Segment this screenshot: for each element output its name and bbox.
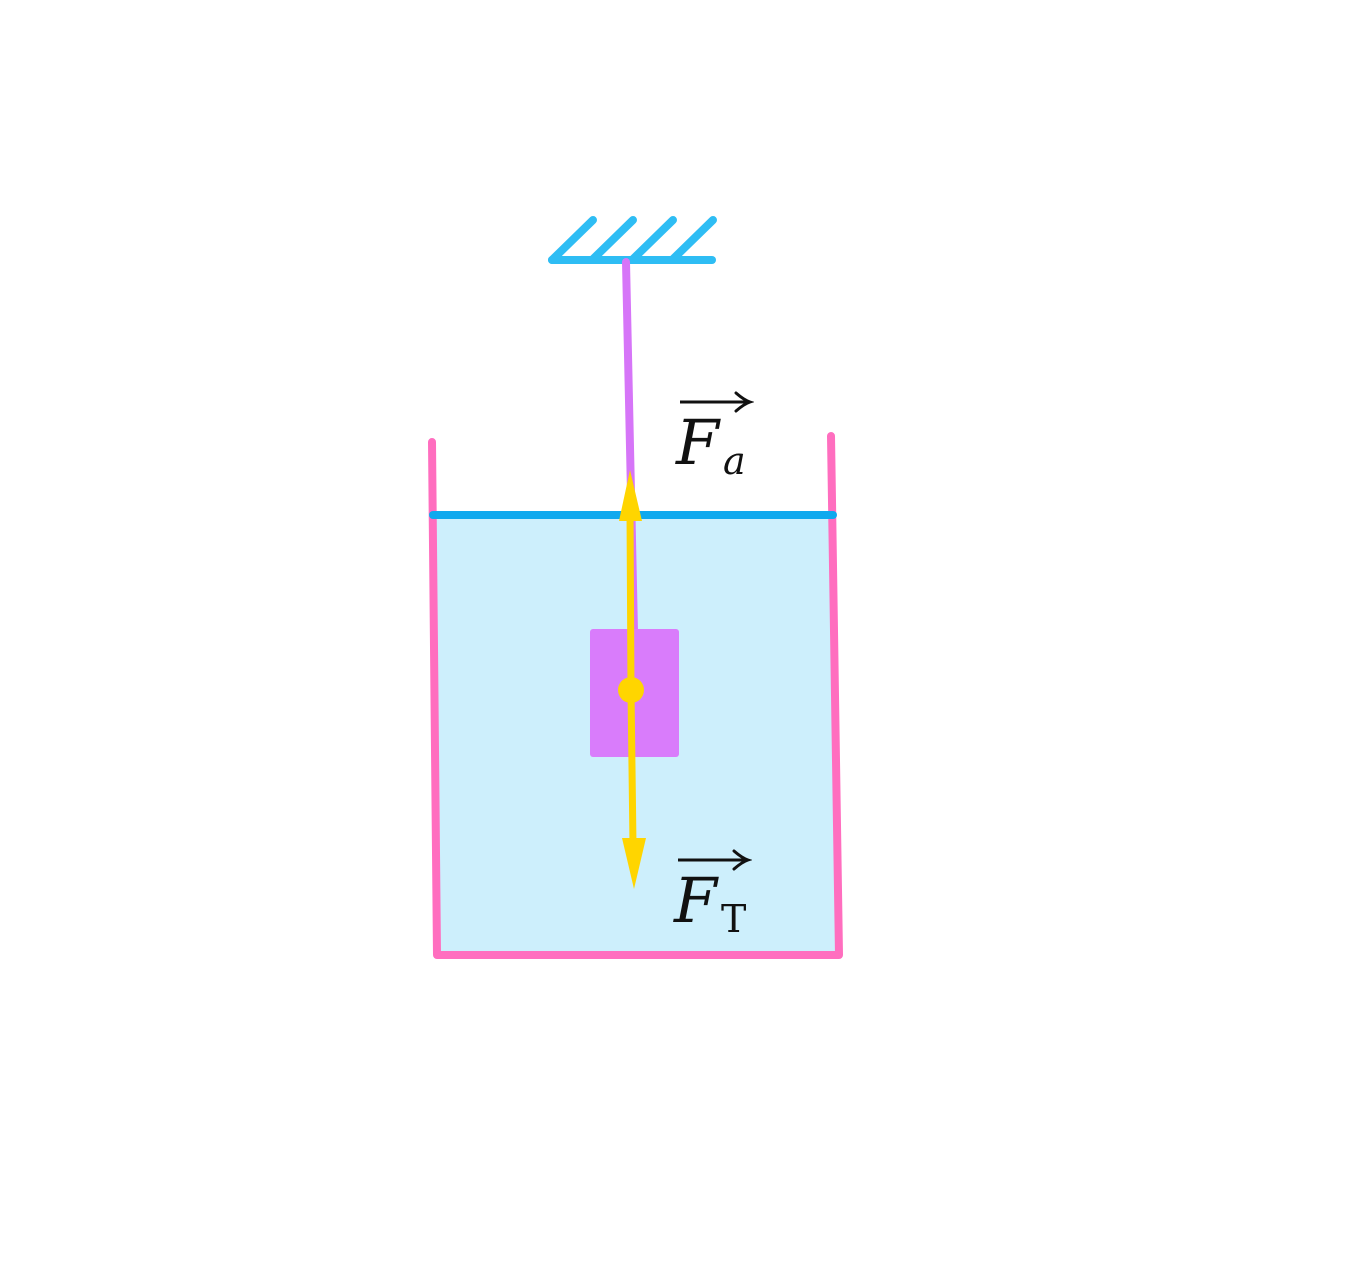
ceiling-hatch-4 xyxy=(668,216,717,264)
vector-arrow-icon xyxy=(678,849,752,871)
gravity-force-symbol: F xyxy=(674,864,718,937)
gravity-force-shaft xyxy=(627,686,637,849)
gravity-force-subscript: T xyxy=(721,897,747,941)
buoyant-force-subscript: a xyxy=(723,439,746,483)
ceiling-support xyxy=(548,216,717,264)
ceiling-hatch-3 xyxy=(628,216,677,264)
buoyant-force-vector xyxy=(619,470,642,694)
buoyant-force-shaft xyxy=(626,508,635,694)
ceiling-hatch-1 xyxy=(548,216,597,264)
buoyant-force-symbol: F xyxy=(676,406,720,479)
center-of-mass-point xyxy=(618,677,644,703)
buoyant-force-arrowhead xyxy=(619,470,642,521)
vessel xyxy=(428,432,843,959)
ceiling-hatch-2 xyxy=(588,216,637,264)
gravity-force-vector xyxy=(622,686,646,889)
vector-arrow-icon xyxy=(680,391,754,413)
gravity-force-arrowhead xyxy=(622,838,646,889)
